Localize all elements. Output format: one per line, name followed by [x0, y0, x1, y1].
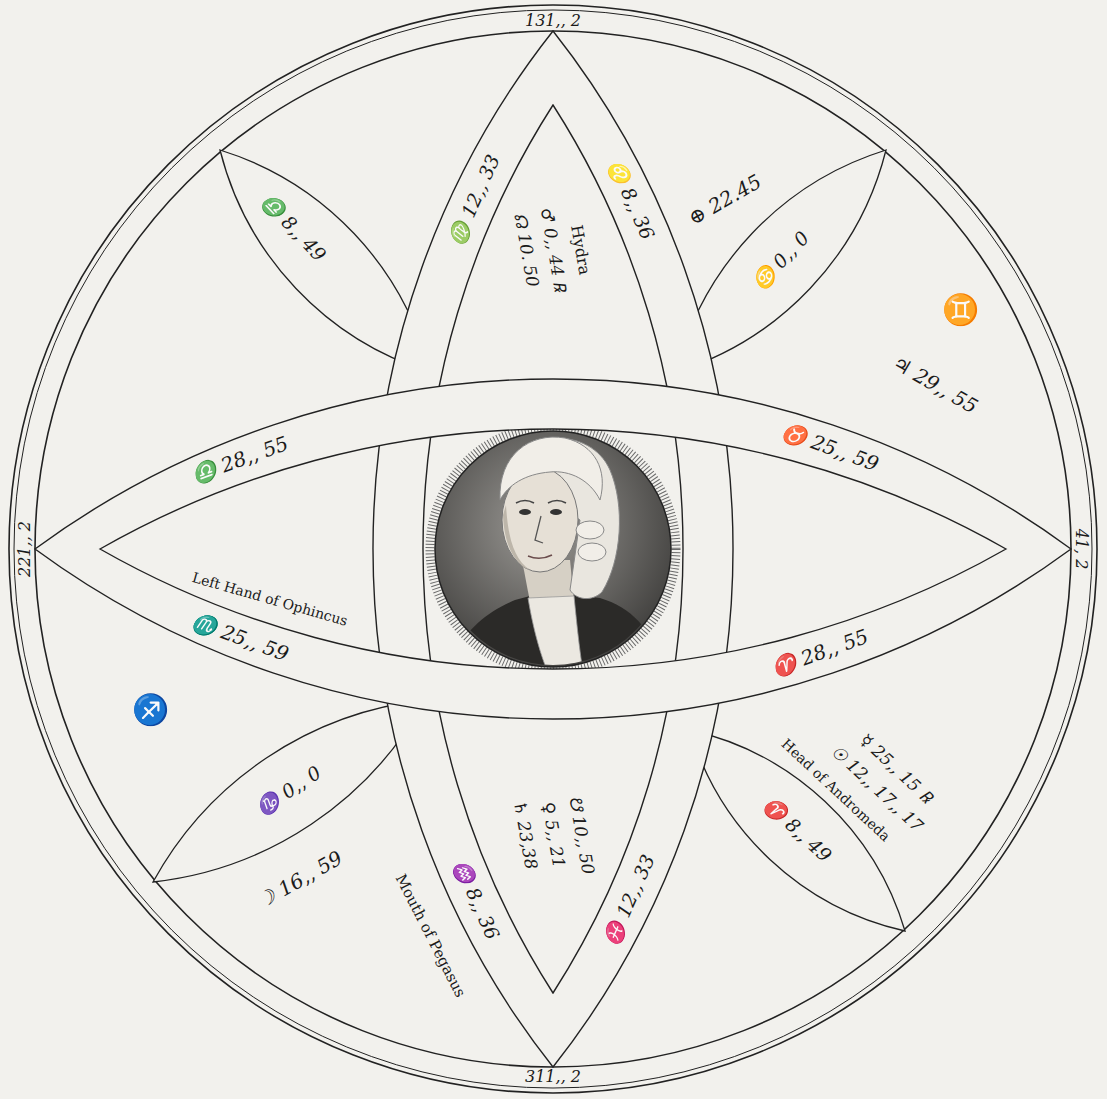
- portrait-brows: [516, 501, 566, 504]
- degree-label: ☊ 10. 50: [510, 212, 542, 289]
- angle-label: 221,, 2: [16, 521, 34, 577]
- vertical-band: [373, 31, 733, 1067]
- degree-label: ⊕ 22.45: [684, 170, 765, 230]
- portrait-nose: [535, 516, 543, 543]
- outer-circle: [14, 10, 1092, 1088]
- degree-label: ♑ 0,, 0: [253, 762, 325, 820]
- degree-label: ♋ 0,, 0: [748, 227, 814, 295]
- degree-label: ♉ 25,, 59: [778, 420, 881, 476]
- degree-label: ♍ 12,, 33: [445, 151, 504, 248]
- portrait-eye: [519, 509, 531, 515]
- degree-label: ♓ 12,, 33: [600, 851, 659, 948]
- horizontal-band: [35, 379, 1071, 719]
- star-name: Hydra: [567, 224, 594, 277]
- degree-label: ♈ 8,, 49: [759, 793, 836, 867]
- portrait-curl: [578, 543, 606, 561]
- house-leaf: [220, 150, 430, 372]
- sign-symbol: ♐: [132, 693, 169, 728]
- degree-label: ♌ 8,, 36: [604, 157, 658, 243]
- inner-circle: [35, 31, 1071, 1067]
- degree-label: ♏ 25,, 59: [188, 610, 291, 666]
- degree-label: ♒ 8,, 36: [449, 857, 503, 943]
- star-name: Mouth of Pegasus: [391, 872, 468, 1001]
- degree-label: ♎ 28,, 55: [188, 432, 291, 488]
- portrait-wig: [500, 437, 602, 500]
- sign-symbol: ♊: [942, 293, 979, 328]
- portrait-shade: [503, 505, 530, 570]
- house-leaf: [153, 700, 425, 882]
- portrait-eye: [550, 509, 562, 515]
- degree-label: ♈ 28,, 55: [768, 625, 871, 681]
- angle-label: 41, 2: [1072, 529, 1090, 570]
- portrait-curl: [576, 521, 604, 539]
- degree-label: ☋ 10,, 50: [564, 794, 597, 876]
- degree-label: ♃ 29,, 55: [888, 351, 981, 418]
- outer-circle: [9, 5, 1097, 1093]
- angle-label: 131,, 2: [525, 12, 581, 30]
- degree-label: ♀ 5,, 21: [538, 801, 569, 870]
- degree-label: ♄ 23,38: [509, 799, 540, 871]
- house-leaf: [676, 150, 886, 372]
- degree-label: ♎ 8,, 49: [256, 190, 330, 266]
- portrait: [430, 426, 676, 700]
- degree-label: ☽ 16,, 59: [253, 846, 346, 913]
- portrait-mouth: [528, 555, 552, 558]
- angle-label: 311,, 2: [525, 1068, 581, 1086]
